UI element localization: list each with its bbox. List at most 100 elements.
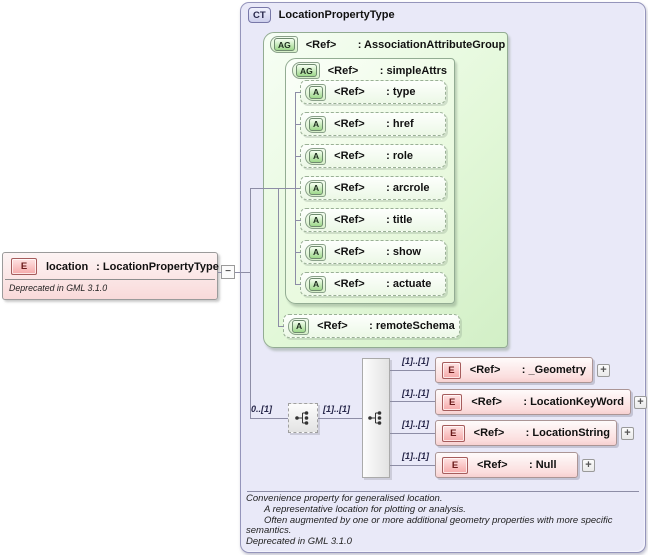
sequence-compositor[interactable] [288,403,318,433]
expand-toggle[interactable]: + [597,364,610,377]
attribute-row-title[interactable]: A <Ref> : title [300,208,446,232]
attribute-ref: <Ref> [334,150,365,162]
attribute-group-name: : AssociationAttributeGroup [357,38,506,51]
attribute-ref: <Ref> [334,182,365,194]
attribute-icon: A [305,83,327,101]
documentation-line: Convenience property for generalised loc… [246,493,443,504]
attribute-icon: A [305,243,327,261]
attribute-ref: <Ref> [334,214,365,226]
element-icon: E [442,393,463,411]
element-name: : LocationString [525,427,610,439]
element-ref: <Ref> [469,364,501,376]
attribute-name: : role [386,150,414,162]
attribute-row-href[interactable]: A <Ref> : href [300,112,446,136]
connector-trunk [250,188,251,419]
connector-line [250,418,288,419]
element-ref: <Ref> [471,396,502,408]
root-element-name: location [46,260,89,273]
attribute-name: : show [386,246,421,258]
attribute-row-type[interactable]: A <Ref> : type [300,80,446,104]
expand-toggle[interactable]: + [621,427,634,440]
root-element-type: : LocationPropertyType [96,260,219,273]
connector-line [235,272,250,273]
element-name: : LocationKeyWord [523,396,624,408]
attribute-icon: A [305,275,327,293]
occurrence-label: [1]..[1] [402,419,429,429]
documentation-line: Deprecated in GML 3.1.0 [246,536,352,548]
complex-type-icon: CT [248,7,271,23]
documentation-divider [247,491,639,492]
element-icon: E [442,424,465,442]
choice-compositor[interactable] [362,358,390,478]
connector-line [390,370,435,371]
occurrence-label: [1]..[1] [402,356,429,366]
attribute-ref: <Ref> [334,86,365,98]
attribute-icon: A [305,211,327,229]
attribute-row-role[interactable]: A <Ref> : role [300,144,446,168]
attribute-ref: <Ref> [317,320,348,332]
element-icon: E [11,258,37,275]
connector-line [295,124,301,125]
connector-line [295,252,301,253]
deprecated-note: Deprecated in GML 3.1.0 [9,283,108,293]
connector-line [278,326,284,327]
documentation-line: Often augmented by one or more additiona… [246,514,613,537]
sequence-icon [295,411,309,425]
attribute-name: : remoteSchema [369,320,455,332]
element-row-location-string[interactable]: E <Ref> : LocationString [435,420,617,446]
attribute-icon: A [288,317,310,335]
attribute-name: : href [386,118,414,130]
attribute-group-icon: AG [270,36,298,53]
connector-line [295,220,301,221]
connector-line [390,433,435,434]
occurrence-label: 0..[1] [251,404,273,414]
connector-line [295,284,301,285]
occurrence-label: [1]..[1] [402,451,429,461]
collapse-toggle[interactable]: − [221,265,235,279]
expand-toggle[interactable]: + [582,459,595,472]
attribute-name: : arcrole [386,182,430,194]
connector-line [278,188,279,326]
connector-line [218,272,222,273]
complex-type-header: CT LocationPropertyType [248,7,395,23]
attribute-row-show[interactable]: A <Ref> : show [300,240,446,264]
element-row-location-keyword[interactable]: E <Ref> : LocationKeyWord [435,389,631,415]
occurrence-label: [1]..[1] [402,388,429,398]
documentation-block: Convenience property for generalised loc… [246,493,640,548]
attribute-row-arcrole[interactable]: A <Ref> : arcrole [300,176,446,200]
attribute-name: : title [386,214,413,226]
simple-attrs-icon: AG [292,62,320,79]
element-row-geometry[interactable]: E <Ref> : _Geometry [435,357,593,383]
attribute-row-remote-schema[interactable]: A <Ref> : remoteSchema [283,314,460,338]
element-icon: E [442,456,468,474]
attribute-icon: A [305,179,327,197]
element-row-null[interactable]: E <Ref> : Null [435,452,578,478]
attribute-ref: <Ref> [334,246,365,258]
connector-line [390,401,435,402]
divider [5,279,215,280]
root-element-header: E location : LocationPropertyType [11,258,219,275]
connector-attr-trunk [295,92,296,285]
documentation-line: A representative location for plotting o… [264,503,466,515]
choice-icon [368,411,382,425]
attribute-icon: A [305,147,327,165]
occurrence-label: [1]..[1] [323,404,350,414]
attribute-group-ref: <Ref> [305,38,337,51]
complex-type-title: LocationPropertyType [278,9,395,21]
connector-line [390,465,435,466]
expand-toggle[interactable]: + [634,396,647,409]
attribute-ref: <Ref> [334,118,365,130]
connector-line [318,418,362,419]
element-name: : Null [529,459,557,471]
element-icon: E [442,361,461,379]
attribute-name: : actuate [386,278,432,290]
connector-line [295,92,301,93]
element-name: : _Geometry [521,364,586,376]
root-element-box[interactable]: E location : LocationPropertyType Deprec… [2,252,219,300]
attribute-row-actuate[interactable]: A <Ref> : actuate [300,272,446,296]
attribute-name: : type [386,86,416,98]
simple-attrs-header: AG <Ref> : simpleAttrs [292,62,447,79]
connector-line [250,188,300,189]
attribute-ref: <Ref> [334,278,365,290]
